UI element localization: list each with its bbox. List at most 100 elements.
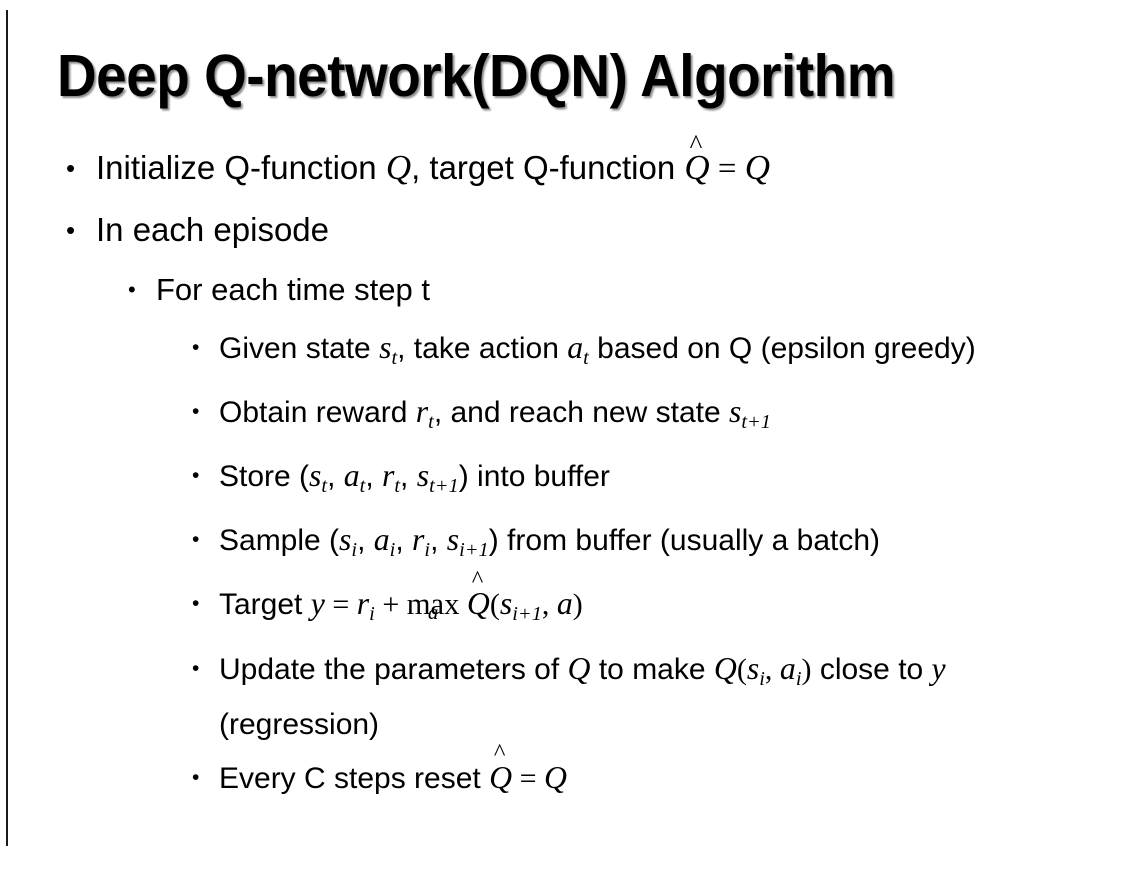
math-store-s: s — [309, 458, 322, 494]
math-update-a: a — [779, 650, 796, 686]
math-update-a-subscript: i — [795, 667, 802, 690]
math-target-s-subscript: i+1 — [512, 603, 542, 626]
bullet-dot-icon: • — [128, 277, 136, 302]
slide-left-rule — [6, 10, 8, 846]
bullet-text-each-time-step: For each time step t — [156, 272, 430, 307]
text-store-comma2: , — [365, 460, 382, 494]
text-sample-comma2: , — [395, 524, 413, 558]
math-target-open-paren: ( — [489, 588, 500, 622]
bullet-item-each-episode: • In each episode — [0, 208, 1124, 252]
math-store-a: a — [343, 458, 360, 494]
bullet-item-each-time-step: • For each time step t — [0, 269, 1124, 311]
math-next-state-s: s — [729, 394, 742, 430]
math-sample-s-subscript: i — [351, 539, 358, 562]
bullet-dot-icon: • — [192, 464, 200, 488]
math-store-r-subscript: t — [394, 475, 401, 498]
math-store-s-next-subscript: t+1 — [429, 475, 459, 498]
math-sample-s-next: s — [446, 522, 460, 558]
math-hat-accent: ^ — [493, 738, 506, 766]
bullet-dot-icon: • — [192, 528, 200, 552]
bullet-text-update-parameters: Update the parameters of Q to make Q(si,… — [219, 646, 1124, 747]
bullet-item-given-state: • Given state st, take action at based o… — [0, 325, 1124, 381]
math-store-r: r — [382, 458, 395, 494]
math-target-comma: , — [541, 588, 557, 622]
math-reward-r-subscript: t — [428, 411, 434, 434]
math-action-a-subscript: t — [583, 347, 589, 370]
text-update-pre: Update the parameters of — [219, 652, 568, 686]
bullet-dot-icon: • — [192, 336, 200, 359]
math-q-rhs: Q — [744, 148, 771, 187]
text-given-mid: , take action — [397, 332, 568, 365]
math-sample-a-subscript: i — [389, 539, 396, 562]
math-state-s: s — [379, 330, 392, 365]
math-target-r-subscript: i — [369, 603, 375, 626]
math-equals: = — [709, 151, 745, 187]
math-sample-r-subscript: i — [424, 539, 431, 562]
math-store-s-subscript: t — [321, 475, 328, 498]
bullet-dot-icon: • — [192, 400, 200, 424]
text-sample-post: ) from buffer (usually a batch) — [488, 524, 881, 558]
math-store-s-next: s — [416, 458, 430, 494]
math-update-y: y — [931, 650, 946, 686]
math-q-function: Q — [385, 148, 412, 187]
math-update-comma: , — [764, 652, 780, 686]
math-target-r: r — [356, 586, 370, 622]
text-store-comma1: , — [327, 460, 344, 494]
math-max-subscript: a — [427, 599, 439, 624]
bullet-text-initialize: Initialize Q-function Q, target Q-functi… — [96, 130, 1124, 191]
text-store-pre: Store ( — [219, 460, 310, 494]
text-sample-comma1: , — [357, 524, 374, 558]
math-store-a-subscript: t — [359, 475, 366, 498]
math-q-target: Q — [684, 148, 710, 187]
bullet-text-given-state: Given state st, take action at based on … — [219, 325, 1124, 381]
bullet-item-store-buffer: • Store (st, at, rt, st+1) into buffer — [0, 453, 1124, 509]
bullet-text-store-buffer: Store (st, at, rt, st+1) into buffer — [219, 453, 1124, 509]
text-sample-comma3: , — [430, 524, 447, 558]
text-reset-pre: Every C steps reset — [219, 761, 490, 795]
bullet-text-each-episode: In each episode — [96, 211, 330, 248]
text-sample-pre: Sample ( — [219, 524, 340, 558]
math-target-s: s — [499, 586, 513, 622]
math-max-label: max — [406, 587, 460, 622]
text-obtain-mid: , and reach new state — [433, 396, 729, 430]
slide-title: Deep Q-network(DQN) Algorithm — [57, 43, 896, 109]
bullet-item-reset-target: • Every C steps reset Q^ = Q — [0, 740, 1124, 801]
bullet-dot-icon: • — [66, 215, 76, 245]
text-target-pre: Target — [219, 588, 311, 622]
math-target-qhat: Q — [466, 586, 490, 622]
math-update-s-subscript: i — [759, 667, 765, 690]
bullet-dot-icon: • — [66, 153, 76, 183]
bullet-dot-icon: • — [192, 765, 200, 789]
bullet-item-initialize: • Initialize Q-function Q, target Q-func… — [0, 130, 1124, 191]
math-target-plus: + — [374, 588, 407, 622]
bullet-dot-icon: • — [192, 592, 200, 616]
math-sample-s-next-subscript: i+1 — [459, 539, 489, 562]
text-given-pre: Given state — [219, 332, 380, 365]
bullet-dot-icon: • — [192, 656, 200, 680]
math-update-s: s — [746, 650, 760, 686]
math-reward-r: r — [415, 394, 429, 430]
math-update-open-paren: ( — [736, 652, 747, 686]
bullet-item-sample-buffer: • Sample (si, ai, ri, si+1) from buffer … — [0, 517, 1124, 573]
math-state-s-subscript: t — [391, 347, 398, 370]
bullet-text-obtain-reward: Obtain reward rt, and reach new state st… — [219, 389, 1124, 445]
math-sample-a: a — [373, 522, 390, 558]
text-update-mid: to make — [590, 652, 714, 686]
math-target-close-paren: ) — [572, 588, 583, 622]
math-reset-q: Q — [543, 759, 567, 795]
math-hat-accent: ^ — [689, 128, 703, 159]
math-reset-equals: = — [512, 761, 544, 795]
text-update-post: close to — [811, 652, 932, 686]
math-action-a: a — [567, 330, 584, 365]
text-store-post: ) into buffer — [458, 460, 610, 494]
math-target-equals: = — [324, 588, 357, 622]
math-update-q-fn: Q — [713, 650, 737, 686]
text-given-post: based on Q (epsilon greedy) — [588, 332, 976, 365]
bullet-text-sample-buffer: Sample (si, ai, ri, si+1) from buffer (u… — [219, 517, 1124, 573]
text-initialize-pre: Initialize Q-function — [96, 149, 386, 186]
text-obtain-pre: Obtain reward — [219, 396, 416, 430]
